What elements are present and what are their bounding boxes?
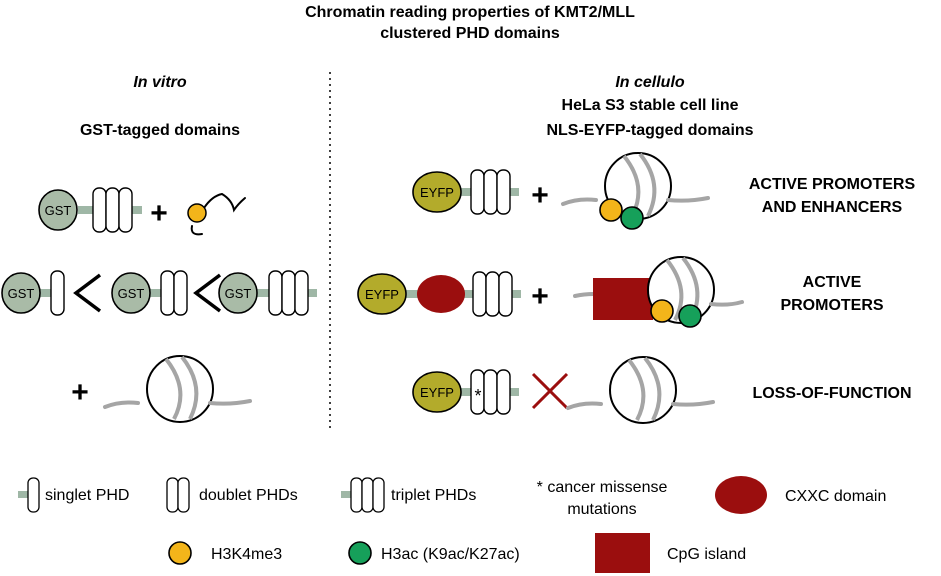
gst-tag (218, 272, 258, 314)
gst-tag (1, 272, 41, 314)
eyfp-tag (357, 273, 407, 315)
modified-nucleosome (561, 151, 710, 230)
h3k4me3-mark (650, 299, 674, 323)
row-1-result-line-1: ACTIVE PROMOTERS (749, 176, 916, 193)
nucleosome (103, 354, 252, 424)
cpg-island (593, 278, 653, 320)
legend-cxxc-label: CXXC domain (785, 488, 886, 505)
less-than-symbol (193, 273, 222, 313)
eyfp-triplet-construct: EYFP (412, 169, 519, 215)
in-vitro-gst-triplet-construct: GST (218, 270, 317, 316)
row-1-result-line-2: AND ENHANCERS (762, 199, 903, 216)
legend-h3ac-label: H3ac (K9ac/K27ac) (381, 546, 520, 563)
eyfp-cxxc-triplet-construct: EYFP (357, 271, 521, 317)
in-cellulo-heading: In cellulo (615, 74, 685, 91)
figure-title-line-1: Chromatin reading properties of KMT2/MLL (305, 4, 635, 21)
legend-h3k4me3-label: H3K4me3 (211, 546, 282, 563)
legend-cpg-icon (595, 533, 650, 573)
eyfp-tag-label: EYFP (420, 185, 454, 200)
legend-doublet-label: doublet PHDs (199, 487, 298, 504)
row-2-result-line-2: PROMOTERS (780, 297, 883, 314)
legend-singlet-label: singlet PHD (45, 487, 129, 504)
row-2-result-line-1: ACTIVE (803, 274, 862, 291)
h3k4me3-peptide (187, 192, 246, 236)
in-vitro-subheading: GST-tagged domains (80, 122, 240, 139)
eyfp-mutant-triplet-construct: * EYFP (412, 369, 519, 415)
in-cellulo-tag-description: NLS-EYFP-tagged domains (546, 122, 753, 139)
in-vitro-gst-singlet-construct: GST (1, 270, 65, 316)
gst-tag-label: GST (225, 286, 252, 301)
mutation-asterisk: * (474, 386, 481, 406)
eyfp-tag (412, 371, 462, 413)
in-cellulo-cell-line: HeLa S3 stable cell line (562, 97, 739, 114)
figure-title-line-2: clustered PHD domains (380, 25, 560, 42)
eyfp-tag-label: EYFP (365, 287, 399, 302)
eyfp-tag-label: EYFP (420, 385, 454, 400)
legend-cxxc-icon (715, 476, 767, 514)
no-binding-cross-icon (531, 372, 569, 410)
legend-singlet-icon (18, 477, 40, 513)
legend-triplet-label: triplet PHDs (391, 487, 476, 504)
h3ac-mark (620, 206, 644, 230)
plus-sign: + (531, 280, 549, 313)
legend-mutation-line-2: mutations (567, 501, 636, 518)
gst-tag-label: GST (118, 286, 145, 301)
h3k4me3-mark (599, 198, 623, 222)
gst-tag (38, 189, 78, 231)
cpg-island-nucleosome (573, 256, 744, 328)
nucleosome (566, 355, 715, 425)
gst-tag-label: GST (45, 203, 72, 218)
row-3-result: LOSS-OF-FUNCTION (752, 385, 911, 402)
eyfp-tag (412, 171, 462, 213)
in-vitro-gst-triplet-construct: GST (38, 187, 142, 233)
in-vitro-heading: In vitro (133, 74, 187, 91)
legend-cpg-label: CpG island (667, 546, 746, 563)
legend-h3ac-icon (348, 541, 372, 565)
legend: singlet PHD doublet PHDs triplet PHDs * … (18, 476, 886, 573)
less-than-symbol (73, 273, 102, 313)
legend-mutation-line-1: * cancer missense (537, 479, 668, 496)
gst-tag-label: GST (8, 286, 35, 301)
h3ac-mark (678, 304, 702, 328)
in-vitro-gst-doublet-construct: GST (111, 270, 188, 316)
plus-sign: + (71, 376, 89, 409)
legend-doublet-icon (166, 477, 190, 513)
plus-sign: + (150, 197, 168, 230)
h3k4me3-mark (187, 203, 207, 223)
legend-h3k4me3-icon (168, 541, 192, 565)
gst-tag (111, 272, 151, 314)
legend-triplet-icon (341, 477, 385, 513)
cxxc-domain (417, 275, 465, 313)
plus-sign: + (531, 179, 549, 212)
